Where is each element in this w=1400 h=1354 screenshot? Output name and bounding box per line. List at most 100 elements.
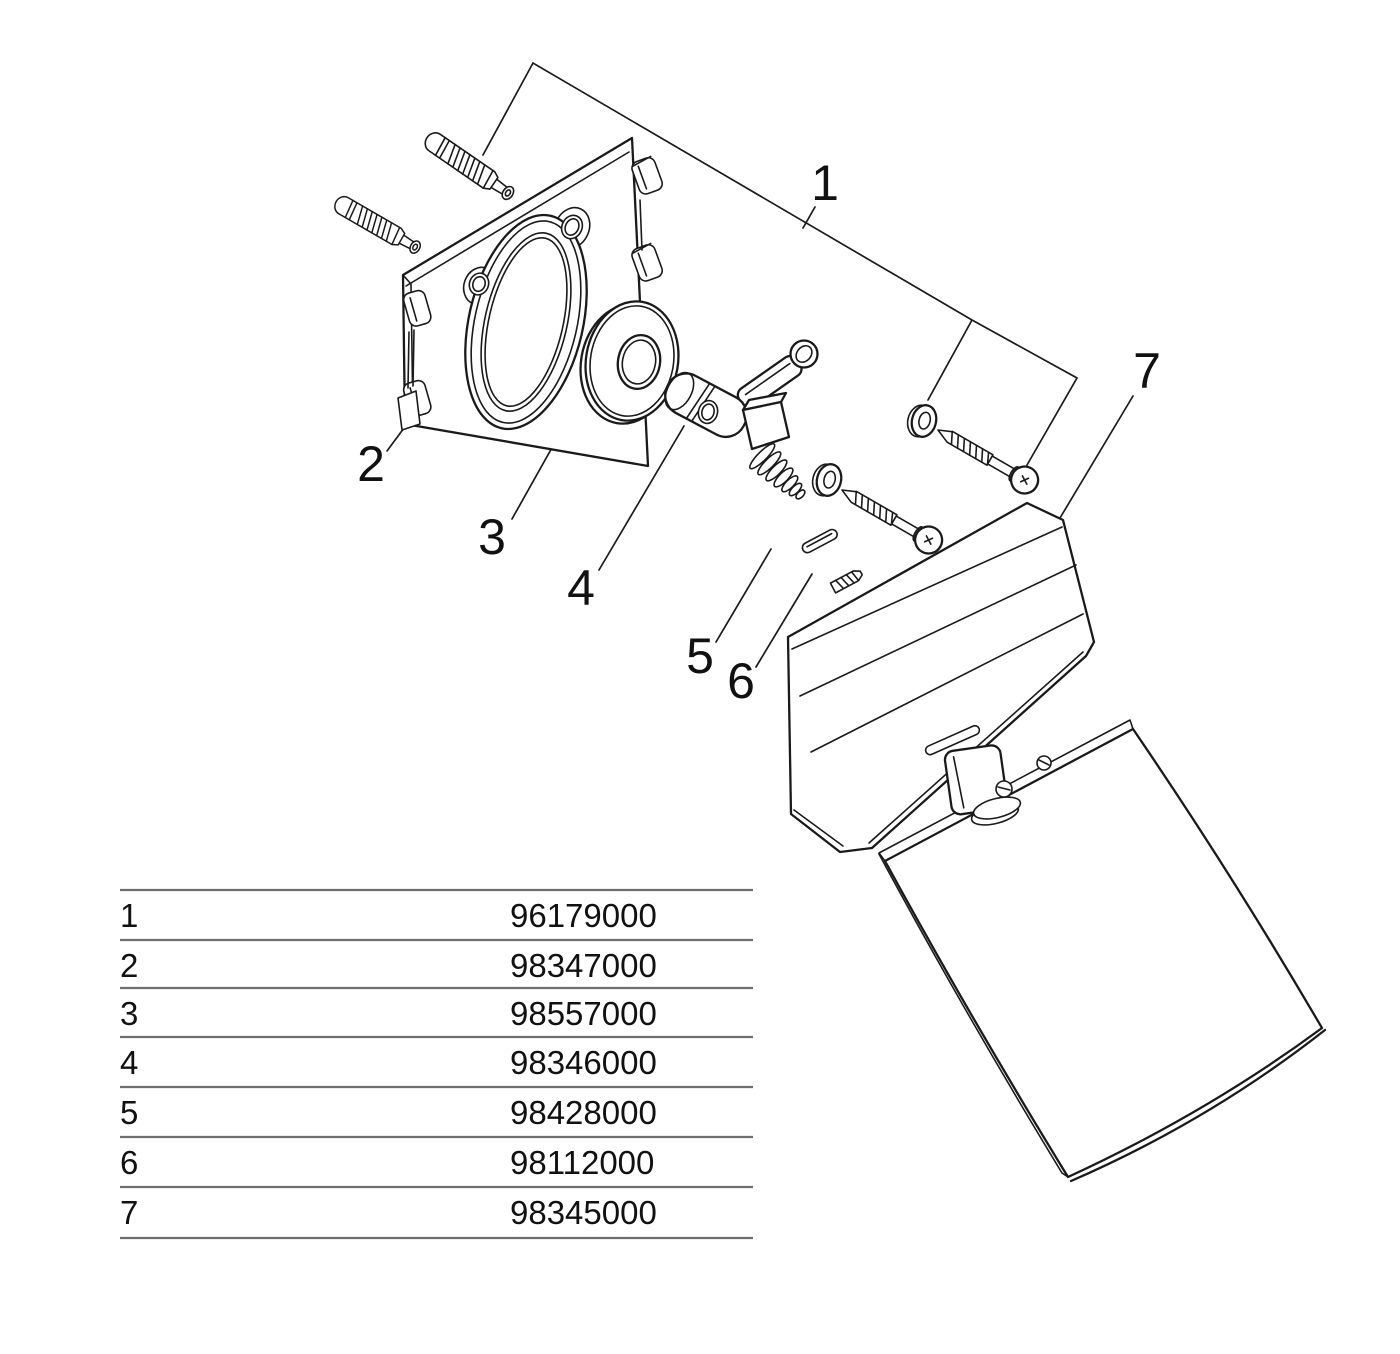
grub-pin-6 bbox=[829, 570, 863, 594]
pivot-eyelet bbox=[789, 339, 819, 369]
pivot-lug-hole-rim bbox=[701, 403, 715, 421]
pivot-thread bbox=[749, 443, 806, 500]
table-row: 4 98346000 bbox=[120, 1044, 657, 1081]
screw-smooth-shank bbox=[890, 515, 922, 539]
table-row: 1 96179000 bbox=[120, 897, 657, 934]
gasket-inner-rim bbox=[484, 236, 568, 408]
anchor-end-hole bbox=[504, 189, 512, 197]
callout-leader-7 bbox=[1059, 395, 1134, 519]
screw-threads bbox=[950, 430, 990, 466]
plate-foot-step bbox=[397, 390, 421, 431]
wall-anchor-1 bbox=[424, 132, 515, 201]
connector-box-edge bbox=[952, 755, 965, 809]
table-part-2: 98347000 bbox=[510, 947, 657, 984]
callout-label-1: 1 bbox=[811, 155, 839, 211]
thread-ridge bbox=[757, 451, 782, 476]
gasket bbox=[462, 206, 591, 431]
plate-clip-right-1 bbox=[631, 155, 664, 195]
callout-leader-4 bbox=[598, 425, 685, 571]
anchor-ribs bbox=[344, 199, 401, 246]
thread-tip bbox=[795, 489, 806, 500]
pivot-barrel-cap bbox=[664, 371, 695, 411]
table-pos-1: 1 bbox=[120, 897, 138, 934]
screw-2 bbox=[841, 489, 944, 555]
table-pos-3: 3 bbox=[120, 995, 138, 1032]
screw-1 bbox=[937, 429, 1040, 495]
table-pos-6: 6 bbox=[120, 1144, 138, 1181]
plate-right-rail bbox=[639, 199, 643, 251]
connector-flange bbox=[972, 796, 1022, 820]
escutcheon-hole-rim bbox=[621, 339, 657, 385]
bracket-faces bbox=[791, 526, 1084, 847]
table-pos-5: 5 bbox=[120, 1094, 138, 1131]
pivot-joint bbox=[664, 339, 819, 500]
escutcheon-ring bbox=[579, 300, 680, 425]
table-pos-4: 4 bbox=[120, 1044, 138, 1081]
connector-side-screw-slot bbox=[1038, 759, 1050, 766]
clip-body bbox=[631, 156, 664, 195]
callout-label-7: 7 bbox=[1133, 343, 1161, 399]
seal-pin-5 bbox=[801, 528, 838, 554]
screw-smooth-shank bbox=[986, 455, 1018, 479]
table-part-7: 98345000 bbox=[510, 1194, 657, 1231]
shower-plate bbox=[878, 719, 1327, 1183]
washer-1 bbox=[906, 404, 938, 438]
callout-leader-2 bbox=[386, 427, 405, 452]
bracket-slot-shape bbox=[924, 724, 981, 756]
callout-label-4: 4 bbox=[567, 560, 595, 616]
table-pos-2: 2 bbox=[120, 947, 138, 984]
table-part-4: 98346000 bbox=[510, 1044, 657, 1081]
callout-leader-6 bbox=[755, 573, 813, 668]
table-part-6: 98112000 bbox=[510, 1144, 654, 1181]
table-part-3: 98557000 bbox=[510, 995, 657, 1032]
callout-leader-5 bbox=[715, 548, 772, 643]
anchor-end-ring bbox=[501, 185, 515, 201]
plate-face bbox=[883, 727, 1324, 1179]
table-part-1: 96179000 bbox=[510, 897, 657, 934]
clip-detail bbox=[632, 155, 652, 190]
gasket-outer-rim bbox=[470, 220, 582, 424]
gasket-inner bbox=[480, 232, 572, 412]
screw-phillips bbox=[923, 535, 934, 545]
bracket-slot bbox=[924, 724, 981, 756]
table-row: 5 98428000 bbox=[120, 1094, 657, 1131]
callout-leader-1 bbox=[482, 61, 1079, 466]
plate-clip-left-1 bbox=[402, 289, 432, 327]
pin-ribs bbox=[834, 571, 860, 590]
screw-threads bbox=[854, 490, 894, 526]
callout-label-5: 5 bbox=[686, 628, 714, 684]
bracket-outline bbox=[786, 501, 1096, 854]
callout-label-2: 2 bbox=[357, 436, 385, 492]
table-row: 3 98557000 bbox=[120, 995, 657, 1032]
gasket-ear-left-hole-rim bbox=[472, 275, 486, 293]
pin-body bbox=[801, 528, 838, 554]
escutcheon-hole bbox=[616, 334, 662, 390]
pivot-arm-line bbox=[744, 362, 791, 396]
gasket-ear-top-hole-rim bbox=[564, 218, 580, 236]
pivot-block-front bbox=[741, 400, 791, 451]
pivot-eyelet-hole bbox=[795, 344, 813, 364]
plate-left-rail bbox=[407, 329, 415, 389]
anchor-body bbox=[424, 132, 499, 190]
anchor-end-ring bbox=[409, 240, 422, 254]
callout-label-3: 3 bbox=[478, 509, 506, 565]
swivel-connector bbox=[943, 744, 1052, 826]
callout-label-6: 6 bbox=[727, 653, 755, 709]
plate-left-rim bbox=[878, 853, 1069, 1178]
table-row: 7 98345000 bbox=[120, 1194, 657, 1231]
wall-bracket bbox=[786, 501, 1096, 854]
parts-table: 1 96179000 2 98347000 3 98557000 4 98346… bbox=[120, 888, 753, 1240]
anchor-ribs bbox=[434, 136, 494, 189]
table-pos-7: 7 bbox=[120, 1194, 138, 1231]
thread-ridge bbox=[765, 459, 788, 482]
wall-anchor-2 bbox=[334, 195, 422, 254]
callout-labels: 1 2 3 4 5 6 7 bbox=[357, 155, 1161, 709]
washer-hole bbox=[918, 411, 932, 430]
plate-bottom-rim bbox=[1069, 1028, 1327, 1183]
table-part-5: 98428000 bbox=[510, 1094, 657, 1131]
washer-2 bbox=[811, 463, 843, 497]
pin-line bbox=[806, 532, 833, 548]
washer-hole bbox=[823, 470, 837, 489]
